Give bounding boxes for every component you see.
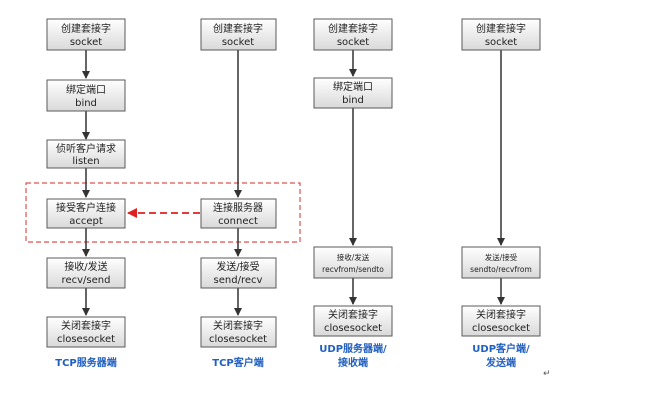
tcp-client-socket-box: 创建套接字 socket [200,18,277,51]
udp-server-closesocket-box: 关闭套接字 closesocket [313,305,393,337]
tcp-client-send-recv-box: 发送/接受 send/recv [200,257,277,289]
step-label: 发送/接受 [216,260,259,273]
udp-server-caption-line2: 接收端 [338,356,368,369]
tcp-client-caption: TCP客户端 [212,356,264,369]
step-label: 创建套接字 [61,22,111,35]
tcp-client-column: 创建套接字 socket 连接服务器 connect 发送/接受 send/re… [200,18,277,369]
udp-server-bind-box: 绑定端口 bind [313,77,393,109]
udp-server-caption-line1: UDP服务器端/ [319,342,387,355]
tcp-server-accept-box: 接受客户连接 accept [46,198,126,229]
step-call: socket [337,37,369,48]
tcp-server-closesocket-box: 关闭套接字 closesocket [46,316,126,348]
step-call: sendto/recvfrom [470,265,532,274]
step-call: recvfrom/sendto [322,265,384,274]
tcp-server-recv-send-box: 接收/发送 recv/send [46,257,126,289]
step-call: bind [342,95,364,106]
step-call: send/recv [214,275,263,286]
step-call: connect [218,216,258,227]
step-label: 接受客户连接 [56,201,116,214]
step-call: closesocket [209,334,267,345]
tcp-server-bind-box: 绑定端口 bind [46,79,126,112]
tcp-server-column: 创建套接字 socket 绑定端口 bind 侦听客户请求 listen 接受客… [46,18,126,369]
udp-client-socket-box: 创建套接字 socket [461,18,541,51]
step-label: 侦听客户请求 [56,142,116,155]
step-label: 创建套接字 [476,22,526,35]
tcp-server-socket-box: 创建套接字 socket [46,18,126,51]
step-call: closesocket [324,323,382,334]
step-label: 关闭套接字 [328,308,378,321]
step-label: 连接服务器 [213,201,263,214]
step-label: 创建套接字 [328,22,378,35]
tcp-client-connect-box: 连接服务器 connect [200,198,277,229]
step-call: closesocket [472,323,530,334]
step-call: closesocket [57,334,115,345]
tcp-server-listen-box: 侦听客户请求 listen [46,139,126,169]
udp-server-column: 创建套接字 socket 绑定端口 bind 接收/发送 recvfrom/se… [313,18,393,369]
step-label: 关闭套接字 [61,319,111,332]
step-call: listen [72,156,99,167]
step-call: socket [70,37,102,48]
step-label: 关闭套接字 [476,308,526,321]
step-call: accept [69,216,103,227]
step-call: socket [485,37,517,48]
udp-client-sendto-recvfrom-box: 发送/接受 sendto/recvfrom [461,246,541,279]
step-call: bind [75,98,97,109]
step-label: 接收/发送 [337,252,370,262]
udp-client-column: 创建套接字 socket 发送/接受 sendto/recvfrom 关闭套接字… [461,18,541,369]
tcp-client-closesocket-box: 关闭套接字 closesocket [200,316,277,348]
step-label: 绑定端口 [333,80,373,93]
step-label: 绑定端口 [66,83,106,96]
tcp-server-caption: TCP服务器端 [55,356,117,369]
step-label: 接收/发送 [64,260,107,273]
udp-client-caption-line2: 发送端 [485,356,516,369]
step-label: 发送/接受 [485,252,518,262]
udp-server-socket-box: 创建套接字 socket [313,18,393,51]
accept-connect-frame [25,182,301,243]
step-label: 关闭套接字 [213,319,263,332]
paragraph-mark: ↵ [543,369,551,379]
udp-client-closesocket-box: 关闭套接字 closesocket [461,305,541,337]
step-label: 创建套接字 [213,22,263,35]
step-call: socket [222,37,254,48]
udp-server-recvfrom-sendto-box: 接收/发送 recvfrom/sendto [313,246,393,279]
step-call: recv/send [62,275,111,286]
udp-client-caption-line1: UDP客户端/ [472,342,530,355]
